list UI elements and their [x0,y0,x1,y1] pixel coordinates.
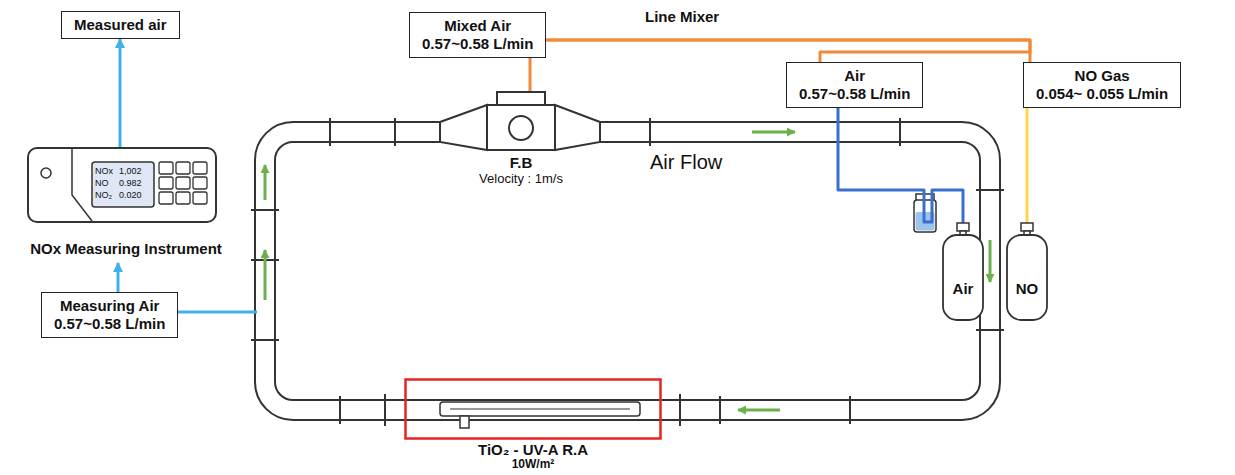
flow-line [838,108,963,223]
box-text: Measuring Air [54,297,165,315]
fan-rotor [509,116,533,140]
cylinder-body [1007,235,1047,320]
flow-arrows [265,132,990,410]
fan-box: F.BVelocity : 1m/s [456,88,586,190]
instrument-key [193,162,207,174]
node-text: NO [1002,280,1052,297]
no-cylinder: NO [1002,222,1052,322]
cylinder-valve [957,223,969,231]
node-text: NOx Measuring Instrument [12,240,240,257]
box-text: Measured air [74,16,167,34]
sampling-box: Measuring Air0.57~0.58 L/min [41,292,178,338]
box-text: NO Gas [1036,67,1168,85]
flow-line [546,40,1030,62]
node-text: Velocity : 1m/s [456,172,586,187]
mixer-label: Line Mixer [645,9,719,26]
nox-instrument: NOx Measuring Instrument [12,145,240,263]
output-box: Measured air [61,11,180,39]
screen-text: 0.982 [119,179,142,189]
pipe-inner [275,142,980,400]
venturi-left [440,105,487,150]
cylinder-valve [1021,223,1033,231]
flow-line [119,39,122,148]
lamp-holder [460,416,469,428]
fan-housing [487,105,555,150]
instrument-dot [41,168,51,178]
box-text: 0.054~ 0.055 L/min [1036,85,1168,103]
venturi-right [555,105,600,150]
box-text: 0.57~0.58 L/min [54,315,165,333]
instrument-screen [92,162,154,207]
box-text: Mixed Air [422,17,533,35]
photocatalytic-reactor: TiO₂ - UV-A R.A10W/m² [404,378,662,475]
flow-line [546,40,1030,62]
instrument-key [193,177,207,189]
flow-label: Air Flow [650,151,722,173]
pipe-outer [255,122,1000,420]
instrument-key [176,162,190,174]
instrument-panel-line [72,149,92,221]
flow-line [1026,108,1029,223]
node-text: F.B [456,154,586,171]
uv-lamp-core [450,409,630,410]
box-text: Air [799,67,910,85]
screen-text: NO₂ [95,191,112,201]
node-text: 10W/m² [404,458,662,472]
instrument-key [159,162,173,174]
instrument-key [176,177,190,189]
instrument-key [176,192,190,204]
cylinder-body [943,235,983,320]
node-text: TiO₂ - UV-A R.A [404,441,662,458]
no-gas-box: NO Gas0.054~ 0.055 L/min [1023,62,1181,108]
instrument-body [28,148,216,222]
screen-text: NO [95,179,109,189]
screen-text: NOx [95,167,113,177]
node-shape [938,222,988,322]
node-text: Air [938,280,988,297]
box-text: 0.57~0.58 L/min [422,35,533,53]
node-shape [1002,222,1052,322]
air-supply-box: Air0.57~0.58 L/min [786,62,923,108]
box-text: 0.57~0.58 L/min [799,85,910,103]
mixed-air-box: Mixed Air0.57~0.58 L/min [409,12,546,58]
screen-text: 1,002 [119,167,142,177]
instrument-key [159,192,173,204]
instrument-key [159,177,173,189]
instrument-key [193,192,207,204]
flow-line [117,263,120,292]
screen-text: 0.020 [119,191,142,201]
air-cylinder: Air [938,222,988,322]
reactor-frame [406,380,661,439]
uv-lamp [440,402,640,416]
fan-lid [497,92,545,105]
